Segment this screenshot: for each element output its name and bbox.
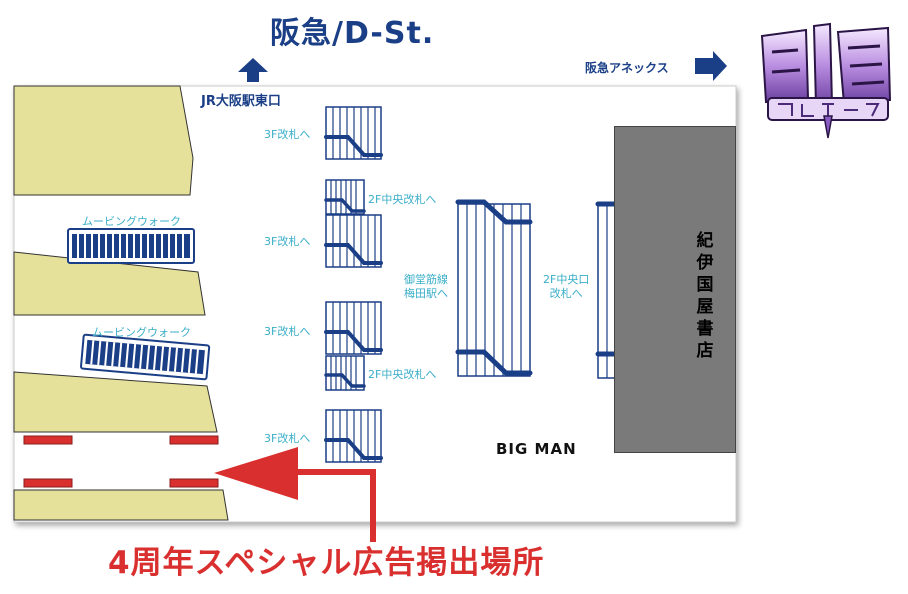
stairs-2f-center-2: [324, 355, 366, 391]
midosuji-line-label: 御堂筋線 梅田駅へ: [404, 273, 448, 300]
stairs-3f-1: [324, 106, 383, 160]
gate-2f-center-label: 2F中央改札へ: [368, 368, 437, 381]
bookstore-block: 紀 伊 国 屋 書 店: [614, 126, 736, 453]
stairs-2f-center-1: [324, 179, 366, 215]
bookstore-label: 紀 伊 国 屋 書 店: [696, 231, 714, 361]
jr-osaka-east-exit-label: JR大阪駅東口: [201, 94, 281, 109]
moving-walk-label: ムービングウォーク: [82, 215, 181, 228]
hankyu-annex-label: 阪急アネックス: [585, 61, 669, 75]
stairs-3f-3: [324, 301, 383, 355]
ad-placements: [23, 435, 219, 488]
stairs-midosuji: [455, 199, 533, 377]
gate-3f-label: 3F改札へ: [264, 128, 311, 141]
moving-walk-label: ムービングウォーク: [92, 326, 191, 339]
arrow-up-icon: [238, 58, 268, 82]
callout-arrow: [214, 447, 376, 542]
gate-3f-label: 3F改札へ: [264, 432, 311, 445]
map-title: 阪急/D-St.: [270, 16, 435, 51]
ad-location-callout: 4周年スペシャル広告掲出場所: [108, 545, 545, 581]
project-logo: [760, 22, 892, 139]
gate-2f-center-label: 2F中央改札へ: [368, 193, 437, 206]
big-man-label: BIG MAN: [496, 440, 577, 458]
center-exit-2f-label: 2F中央口 改札へ: [543, 273, 590, 300]
stairs-3f-2: [324, 214, 383, 268]
gate-3f-label: 3F改札へ: [264, 325, 311, 338]
wall-blocks: [13, 85, 229, 521]
arrow-right-icon: [695, 51, 727, 81]
stairs-3f-4: [324, 409, 383, 463]
moving-walk-1: [67, 228, 195, 264]
moving-walk-2: [80, 333, 211, 381]
gate-3f-label: 3F改札へ: [264, 235, 311, 248]
